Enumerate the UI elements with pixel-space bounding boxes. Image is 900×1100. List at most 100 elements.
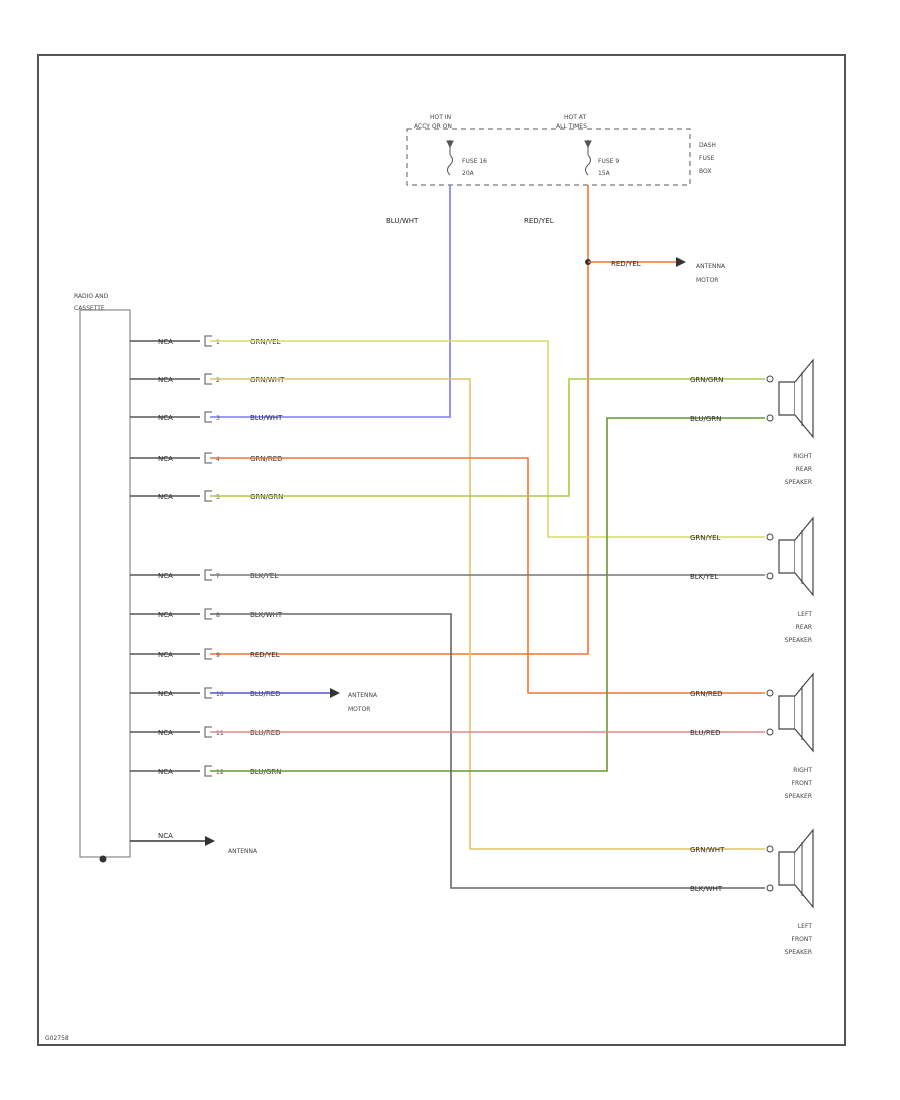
antenna-motor-top-wire: RED/YEL <box>611 260 641 268</box>
speaker-label: SPEAKER <box>785 637 812 644</box>
pin-number: 9 <box>216 652 220 659</box>
arrow-antenna <box>205 836 215 846</box>
speaker-label: SPEAKER <box>785 949 812 956</box>
speakers: RIGHTREARSPEAKERLEFTREARSPEAKERRIGHTFRON… <box>766 358 814 956</box>
pin-label: NCA <box>158 832 173 840</box>
speaker-magnet <box>778 695 796 730</box>
speaker-wire-label: GRN/YEL <box>690 534 721 542</box>
wire-blk-wht <box>210 613 765 889</box>
pin-label: NCA <box>158 729 173 737</box>
wire-color-label: BLU/WHT <box>250 414 283 422</box>
speaker-cone <box>794 358 814 439</box>
speaker-label: SPEAKER <box>785 793 812 800</box>
speaker-wire-label: BLU/RED <box>690 729 721 737</box>
pin-label: NCA <box>158 455 173 463</box>
antenna-motor-mid-line1: ANTENNA <box>348 692 378 699</box>
hot-left-line2: ACCY OR ON <box>414 123 452 130</box>
wire-blu-grn <box>210 417 765 772</box>
wire-color-label: BLU/RED <box>250 690 281 698</box>
terminal <box>766 414 774 422</box>
wire-grn-yel <box>210 340 765 538</box>
wire-color-label: GRN/WHT <box>250 376 285 384</box>
hot-left-line1: HOT IN <box>430 114 451 121</box>
speaker-label: RIGHT <box>793 453 812 460</box>
pin-label: NCA <box>158 651 173 659</box>
wire-color-label: RED/YEL <box>250 651 280 659</box>
arrow-antenna-motor-top <box>676 257 686 267</box>
speaker-wire-label: BLK/WHT <box>690 885 723 893</box>
pin-number: 3 <box>216 415 220 422</box>
wire-red-yel-feed <box>210 185 589 655</box>
arrow-antenna-motor-mid <box>330 688 340 698</box>
terminal <box>766 884 774 892</box>
speaker-label: LEFT <box>798 611 812 618</box>
pin-number: 8 <box>216 612 220 619</box>
fuse-box-label-line1: DASH <box>699 142 716 149</box>
connector-symbol <box>204 569 212 581</box>
speaker-wire-label: GRN/WHT <box>690 846 725 854</box>
connector-symbol <box>204 335 212 347</box>
connector-symbol <box>204 490 212 502</box>
terminal <box>766 728 774 736</box>
fuse-right-symbol <box>584 140 592 176</box>
wire-blu-wht-feed <box>210 185 451 418</box>
hot-right-line1: HOT AT <box>564 114 586 121</box>
pin-number: 5 <box>216 494 220 501</box>
speaker-wire-label: BLU/GRN <box>690 415 721 423</box>
speaker-cone <box>794 672 814 753</box>
wire-color-label: GRN/YEL <box>250 338 281 346</box>
speaker-wire-label: BLK/YEL <box>690 573 718 581</box>
speaker-label: LEFT <box>798 923 812 930</box>
pin-label: NCA <box>158 493 173 501</box>
radio-label-line1: RADIO AND <box>74 293 109 300</box>
fuse-left-line2: 20A <box>462 170 475 177</box>
wire-color-label: GRN/RED <box>250 455 283 463</box>
connector-symbol <box>204 452 212 464</box>
radio-label-line2: CASSETTE <box>74 305 105 312</box>
wire-color-label: BLU/GRN <box>250 768 281 776</box>
connector-symbol <box>204 608 212 620</box>
connector-symbol <box>204 765 212 777</box>
speaker-cone <box>794 516 814 597</box>
pin-label: NCA <box>158 414 173 422</box>
speaker-magnet <box>778 381 796 416</box>
fuse-left-line1: FUSE 16 <box>462 158 487 165</box>
radio-ground-point <box>99 855 107 863</box>
wire-color-label: BLK/WHT <box>250 611 283 619</box>
feed-left-label: BLU/WHT <box>386 217 419 225</box>
connector-symbol <box>204 687 212 699</box>
pin-label: NCA <box>158 768 173 776</box>
connector-symbol <box>204 373 212 385</box>
hot-right-line2: ALL TIMES <box>556 123 587 130</box>
pin-number: 4 <box>216 456 220 463</box>
fuse-left-symbol <box>446 140 454 176</box>
terminal <box>766 845 774 853</box>
pin-number: 7 <box>216 573 220 580</box>
diagram-frame <box>37 54 846 1046</box>
speaker-label: SPEAKER <box>785 479 812 486</box>
antenna-motor-top-line2: MOTOR <box>696 277 718 284</box>
pin-number: 1 <box>216 339 220 346</box>
radio-cassette-unit <box>79 309 131 858</box>
pin-number: 10 <box>216 691 224 698</box>
fuse-box-label-line2: FUSE <box>699 155 715 162</box>
pin-number: 11 <box>216 730 224 737</box>
terminal <box>766 689 774 697</box>
pin-number: 12 <box>216 769 224 776</box>
speaker-label: REAR <box>796 466 812 473</box>
figure-code: G02758 <box>45 1035 69 1042</box>
terminal <box>766 533 774 541</box>
wire-color-label: GRN/GRN <box>250 493 283 501</box>
speaker-magnet <box>778 851 796 886</box>
antenna-motor-mid-line2: MOTOR <box>348 706 370 713</box>
pin-label: NCA <box>158 611 173 619</box>
speaker-wire-label: GRN/RED <box>690 690 723 698</box>
fuse-right-line2: 15A <box>598 170 611 177</box>
fuse-box-label-line3: BOX <box>699 168 711 175</box>
speaker-wire-labels: GRN/GRNBLU/GRNGRN/YELBLK/YELGRN/REDBLU/R… <box>690 376 725 893</box>
